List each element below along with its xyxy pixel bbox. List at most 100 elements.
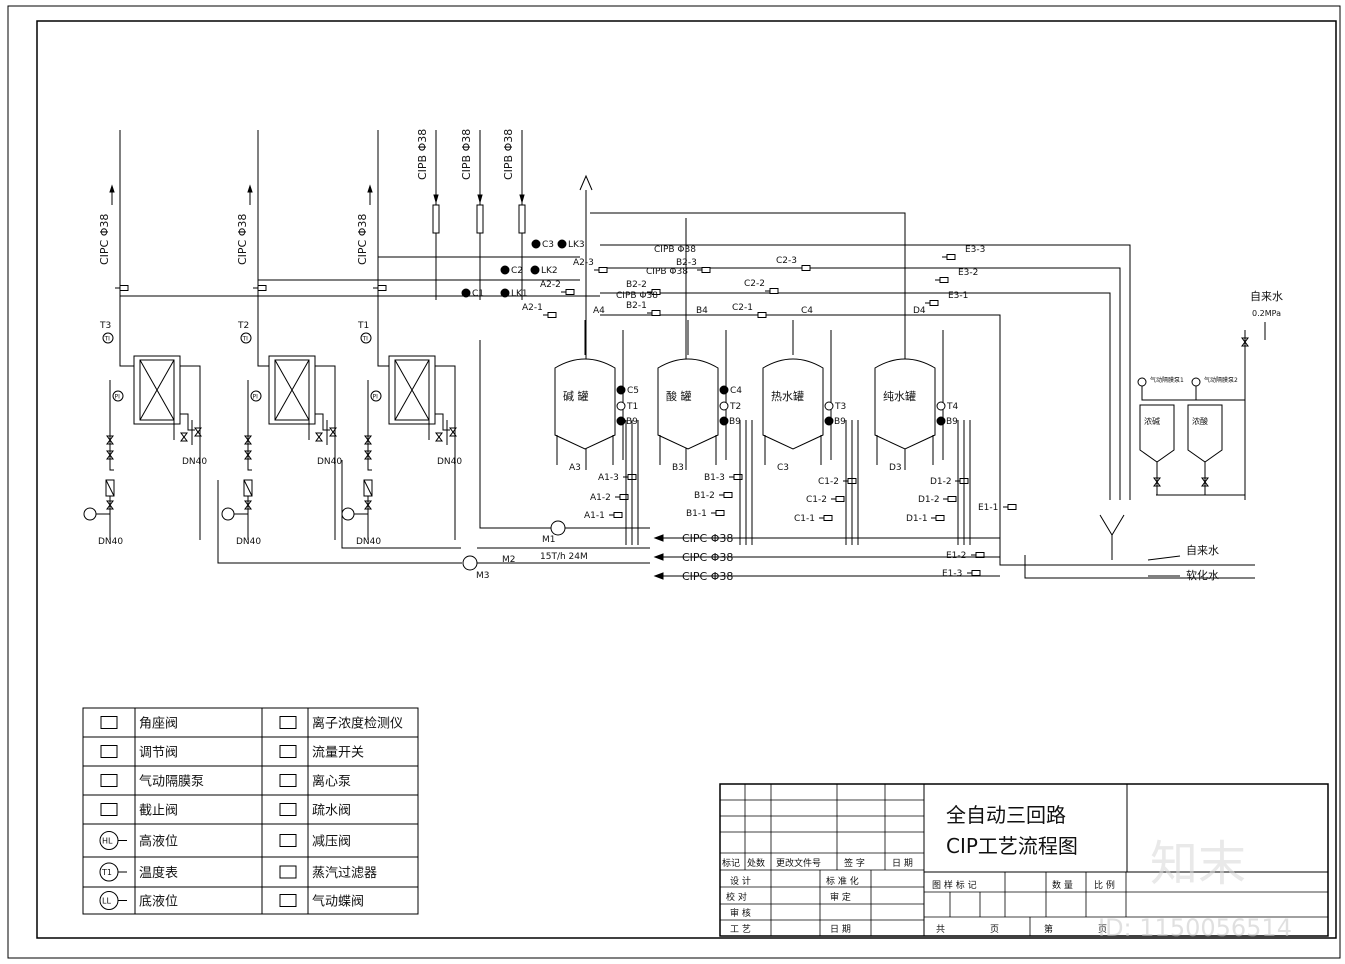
stop-valve-icon — [329, 431, 337, 437]
legend-label: 气动隔膜泵 — [139, 774, 204, 790]
stop-valve-icon — [449, 427, 457, 433]
filter-icon — [363, 479, 373, 497]
loop-temp-label: T3 — [99, 321, 111, 331]
trap-icon — [341, 507, 355, 521]
pipe-line — [217, 480, 462, 564]
butterfly-valve-icon — [547, 312, 557, 318]
pipe-line — [600, 314, 1001, 470]
filter-icon — [243, 479, 253, 497]
pipe-line — [247, 380, 252, 471]
valve-label: C1-2 — [818, 477, 839, 487]
level-label: B9 — [834, 417, 846, 427]
diaphragm-pump-icon — [1191, 377, 1201, 387]
tb-field: 设 计 — [730, 875, 751, 887]
instrument-label: C1 — [472, 289, 484, 299]
legend-symbol-text: HL — [102, 837, 113, 846]
instrument-label: PI — [373, 394, 379, 401]
instrument-icon — [530, 265, 540, 275]
valve-label: E3-3 — [965, 245, 985, 255]
stop-valve-icon — [449, 431, 457, 437]
butterfly-valve-icon — [377, 285, 387, 291]
pipe-line — [600, 267, 1121, 500]
tank-name: 纯水罐 — [883, 390, 916, 403]
legend-symbol-icon — [279, 745, 297, 758]
trap-icon — [221, 507, 235, 521]
dn-label: DN40 — [317, 457, 342, 467]
temp-label: T1 — [626, 402, 638, 412]
valve-label: C2-2 — [744, 279, 765, 289]
arrow-head — [653, 534, 664, 542]
title-block-frame — [719, 783, 1329, 937]
level-icon — [616, 416, 626, 426]
tb-header: 标记 — [722, 857, 740, 869]
dn-label: DN40 — [98, 537, 123, 547]
tb-header: 处数 — [747, 857, 765, 869]
pipe-line — [479, 340, 551, 529]
instrument-label: PI — [115, 394, 121, 401]
pump-label: M2 — [502, 555, 516, 565]
loop-temp-label: T2 — [237, 321, 249, 331]
valve-label: D1-1 — [906, 514, 928, 524]
water-label: 自来水 — [1250, 290, 1283, 303]
legend-label: 流量开关 — [312, 746, 364, 761]
valve-label: E1-1 — [978, 503, 998, 513]
stop-valve-icon — [180, 432, 188, 438]
dn-label: DN40 — [236, 537, 261, 547]
instrument-icon — [500, 288, 510, 298]
tb-header: 日 期 — [892, 858, 913, 869]
probe-label: C5 — [627, 386, 639, 396]
pump-spec: 15T/h 24M — [540, 552, 588, 562]
level-label: B9 — [946, 417, 958, 427]
valve-label: C2-3 — [776, 256, 797, 266]
pressure-gauge-icon — [112, 390, 124, 402]
stop-valve-icon — [315, 436, 323, 442]
butterfly-valve-icon — [1007, 504, 1017, 510]
tb-field: 标 准 化 — [826, 875, 859, 887]
tank-top-label: C4 — [801, 306, 813, 316]
dosing-tank-label: 浓酸 — [1192, 416, 1208, 426]
pipe-line — [999, 470, 1255, 566]
legend-label: 蒸汽过滤器 — [312, 866, 377, 881]
stop-valve-icon — [244, 439, 252, 445]
instrument-label: TI — [104, 336, 111, 343]
tank-code: D3 — [889, 463, 902, 473]
legend-label: 减压阀 — [312, 835, 351, 850]
valve-label: B1-3 — [704, 473, 725, 483]
tank-code: C3 — [777, 463, 789, 473]
butterfly-valve-icon — [715, 510, 725, 516]
legend-label: 温度表 — [139, 865, 178, 881]
stop-valve-icon — [180, 436, 188, 442]
sight-glass-icon — [518, 204, 526, 234]
butterfly-valve-icon — [835, 496, 845, 502]
pipe-line — [377, 340, 389, 367]
watermark-id: ID: 1150056514 — [1098, 914, 1292, 942]
filter-icon — [105, 479, 115, 497]
butterfly-valve-icon — [946, 254, 956, 260]
instrument-label: PI — [253, 394, 259, 401]
valve-label: A1-2 — [590, 493, 611, 503]
butterfly-valve-icon — [701, 267, 711, 273]
pipe-line — [315, 365, 336, 540]
dosing-pump-label: 气动隔膜泵2 — [1204, 376, 1238, 384]
stop-valve-icon — [1241, 341, 1249, 347]
arrow-head — [477, 194, 483, 204]
stop-valve-icon — [106, 454, 114, 460]
butterfly-valve-icon — [613, 512, 623, 518]
instrument-label: LK3 — [568, 240, 585, 250]
watermark-brand: 知末 — [1150, 836, 1246, 892]
pipe-line — [600, 244, 1131, 500]
pipe-line — [257, 340, 269, 367]
pump-label: M3 — [476, 571, 490, 581]
return-label: CIPC Φ38 — [682, 532, 733, 545]
tb-header: 更改文件号 — [776, 857, 821, 869]
cipc-label: CIPC Φ38 — [236, 214, 249, 265]
instrument-icon — [531, 239, 541, 249]
instrument-icon — [461, 288, 471, 298]
valve-label: B1-1 — [686, 509, 707, 519]
butterfly-valve-icon — [598, 267, 608, 273]
legend-label: 疏水阀 — [312, 804, 351, 819]
valve-label: E1-3 — [942, 569, 962, 579]
arrow-head — [653, 553, 664, 561]
